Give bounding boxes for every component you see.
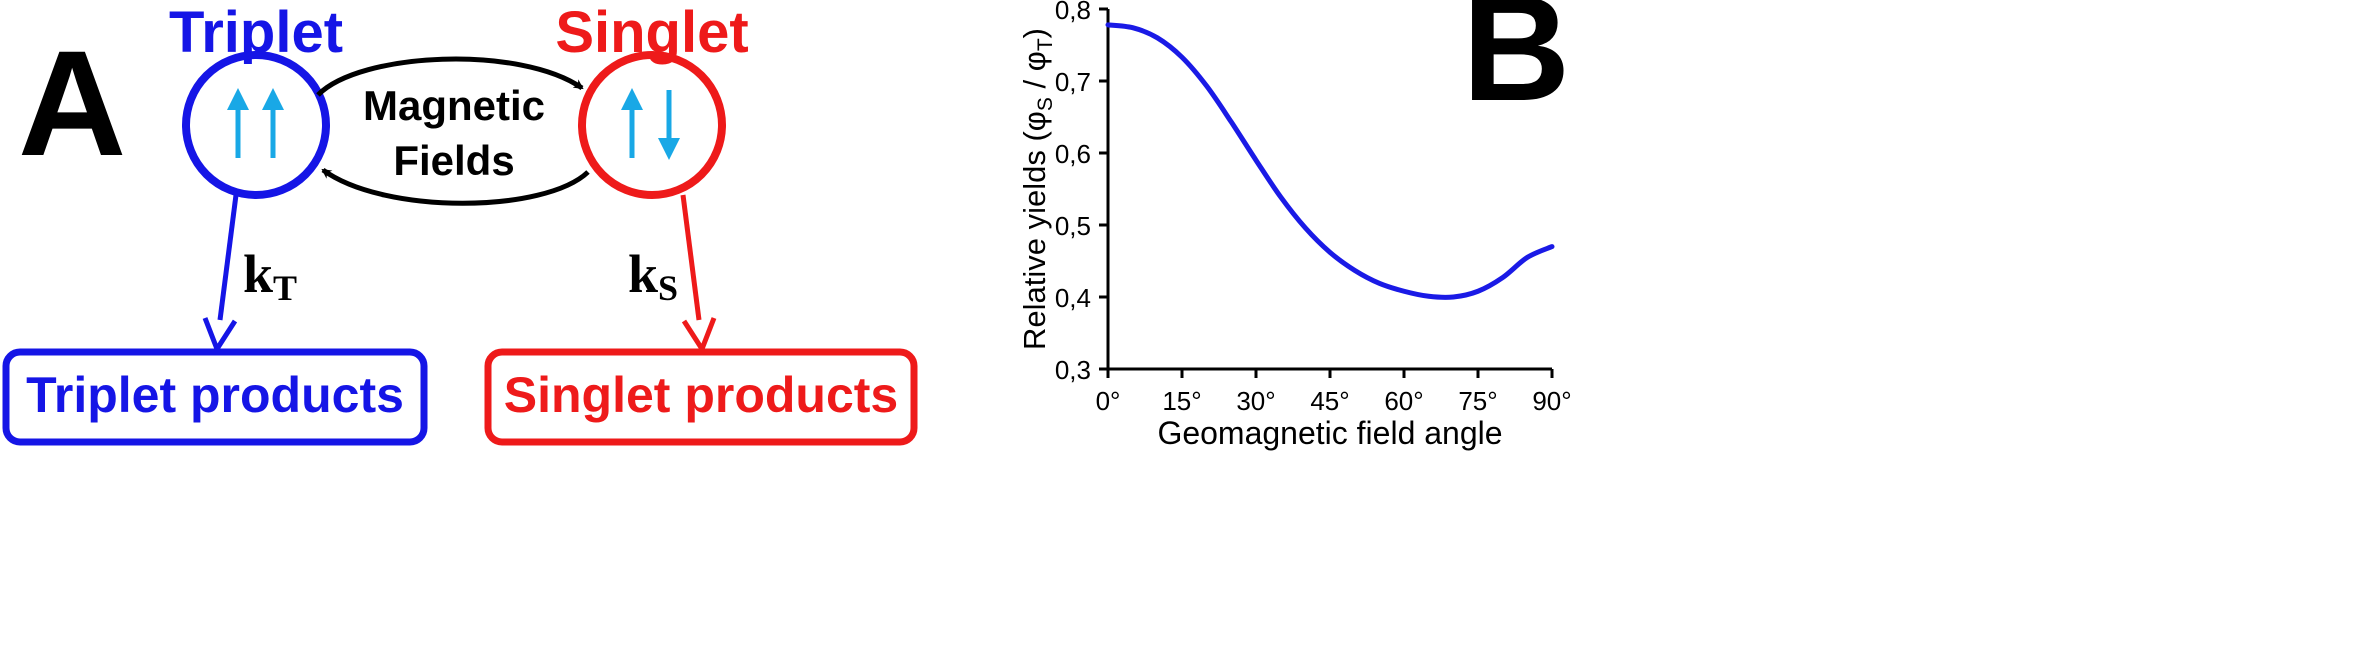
spin-down-arrow-icon [658,90,680,160]
panel-b-label: B [1462,0,1570,132]
y-tick-label: 0,4 [1055,283,1091,313]
y-tick-label: 0,7 [1055,67,1091,97]
y-tick-label: 0,8 [1055,0,1091,25]
relative-yield-line [1105,22,1555,300]
x-axis-title: Geomagnetic field angle [1157,415,1502,451]
triplet-state-circle [182,51,330,199]
magnetic-label-line2: Fields [393,137,514,184]
singlet-to-triplet-arrow [321,167,590,206]
y-tick-label: 0,6 [1055,139,1091,169]
panel-a-label: A [18,19,126,187]
singlet-products-label: Singlet products [504,367,898,423]
magnetic-label-line1: Magnetic [363,82,545,129]
x-tick-label: 75° [1458,386,1497,416]
panel-b: B 0,30,40,50,60,70,8 0°15°30°45°60°75°90… [1017,0,1572,451]
singlet-rate-constant: kS [628,244,678,308]
singlet-products-box [484,348,918,446]
spin-up-arrow-icon [262,88,284,158]
panel-a: A Triplet Singlet Magnetic Fields [2,0,918,446]
x-tick-label: 90° [1532,386,1571,416]
y-axis-title: Relative yields (φS / φT) [1017,28,1057,350]
triplet-products-box [2,348,428,446]
x-tick-label: 45° [1310,386,1349,416]
triplet-decay-arrow [202,194,239,355]
y-tick-label: 0,5 [1055,211,1091,241]
spin-up-arrow-icon [227,88,249,158]
y-tick-label: 0,3 [1055,355,1091,385]
x-tick-label: 30° [1236,386,1275,416]
x-tick-label: 15° [1162,386,1201,416]
triplet-products-label: Triplet products [26,367,404,423]
spin-up-arrow-icon [621,88,643,158]
triplet-to-singlet-arrow [316,56,584,97]
triplet-rate-constant: kT [243,244,297,308]
singlet-state-circle [578,51,726,199]
relative-yield-chart: 0,30,40,50,60,70,8 0°15°30°45°60°75°90° … [1017,0,1572,451]
x-tick-label: 0° [1096,386,1121,416]
singlet-decay-arrow [680,194,717,355]
x-tick-label: 60° [1384,386,1423,416]
